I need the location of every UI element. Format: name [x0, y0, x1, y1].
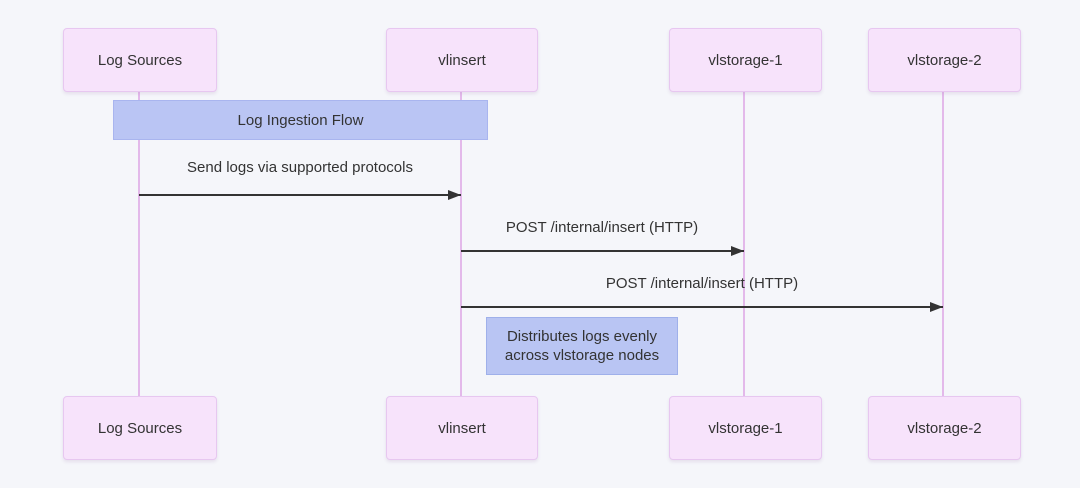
- actor-label: vlstorage-1: [708, 419, 783, 437]
- actor-label: vlstorage-1: [708, 51, 783, 69]
- title-banner-label: Log Ingestion Flow: [237, 111, 364, 129]
- actor-label: vlinsert: [438, 51, 486, 69]
- actor-top-vlstorage-2: vlstorage-2: [868, 28, 1021, 92]
- message-label-post-vlstorage-1: POST /internal/insert (HTTP): [505, 219, 699, 236]
- actor-bottom-log-sources: Log Sources: [63, 396, 217, 460]
- note-box: Distributes logs evenly across vlstorage…: [486, 317, 678, 375]
- arrowhead-icon: [448, 190, 461, 200]
- note-line: Distributes logs evenly: [506, 328, 658, 345]
- arrowhead-icon: [930, 302, 943, 312]
- actor-label: Log Sources: [97, 419, 183, 437]
- message-label-post-vlstorage-2: POST /internal/insert (HTTP): [605, 275, 799, 292]
- actor-label: vlinsert: [438, 419, 486, 437]
- actor-top-vlinsert: vlinsert: [386, 28, 538, 92]
- note-line: across vlstorage nodes: [504, 347, 660, 364]
- message-arrow-post-vlstorage-2: [461, 302, 943, 312]
- actor-label: vlstorage-2: [907, 419, 982, 437]
- actor-label: vlstorage-2: [907, 51, 982, 69]
- title-banner: Log Ingestion Flow: [113, 100, 488, 140]
- actor-top-log-sources: Log Sources: [63, 28, 217, 92]
- message-arrow-send-logs: [139, 190, 461, 200]
- message-arrow-post-vlstorage-1: [461, 246, 744, 256]
- actor-top-vlstorage-1: vlstorage-1: [669, 28, 822, 92]
- actor-label: Log Sources: [97, 51, 183, 69]
- actor-bottom-vlstorage-2: vlstorage-2: [868, 396, 1021, 460]
- lifeline-log-sources: [138, 91, 140, 397]
- lifeline-vlinsert: [460, 91, 462, 397]
- lifeline-vlstorage-1: [743, 91, 745, 397]
- lifeline-vlstorage-2: [942, 91, 944, 397]
- arrowhead-icon: [731, 246, 744, 256]
- message-label-send-logs: Send logs via supported protocols: [187, 159, 413, 176]
- actor-bottom-vlstorage-1: vlstorage-1: [669, 396, 822, 460]
- actor-bottom-vlinsert: vlinsert: [386, 396, 538, 460]
